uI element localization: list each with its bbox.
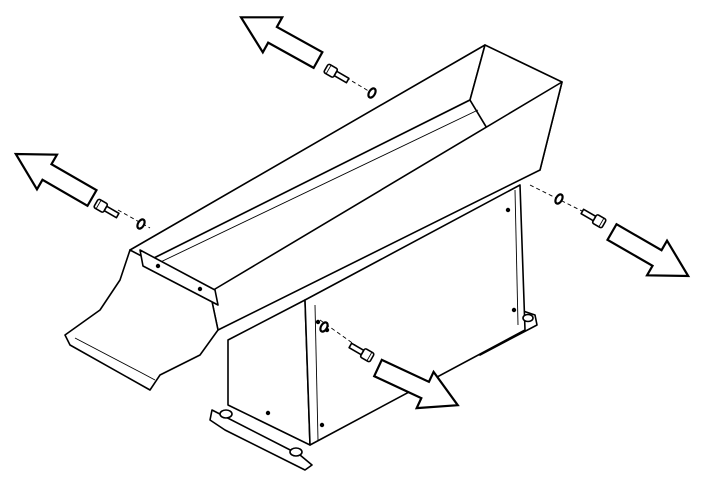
flange-hole [219, 409, 233, 419]
washer [134, 217, 148, 231]
screw [322, 62, 351, 86]
washer [365, 86, 379, 100]
flange-hole [522, 313, 534, 323]
axis-line [339, 73, 373, 94]
trough-hopper [64, 44, 563, 391]
screw-hole [319, 422, 325, 428]
axis-line [117, 209, 151, 229]
screw-hole [511, 307, 517, 313]
base-side-left [227, 299, 311, 446]
screw [579, 206, 608, 230]
washer [552, 192, 566, 206]
arrow-up-left-icon [4, 135, 104, 217]
screw [92, 197, 121, 221]
arrow-up-left-icon [230, 0, 329, 79]
trough-bracket [139, 249, 219, 306]
flange-hole [289, 447, 303, 457]
screw-hole [505, 207, 511, 213]
base-front-panel [304, 184, 526, 446]
arrow-down-right-icon [600, 213, 700, 295]
base-housing [209, 184, 538, 471]
screw-hole [265, 410, 271, 416]
